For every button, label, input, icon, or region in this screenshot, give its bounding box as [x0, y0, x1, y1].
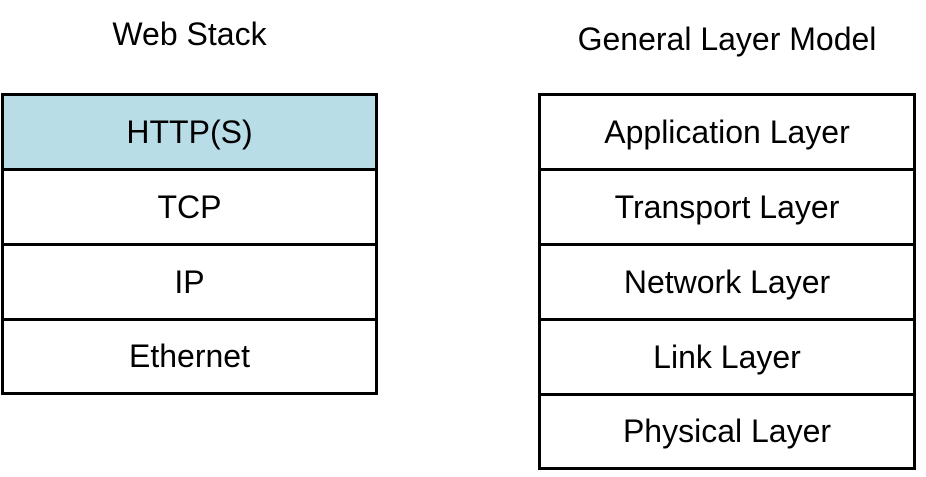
- web-stack-title: Web Stack: [112, 16, 267, 52]
- model-layer-transport: Transport Layer: [541, 171, 913, 246]
- web-layer-tcp: TCP: [4, 171, 375, 246]
- model-layer-link: Link Layer: [541, 321, 913, 396]
- web-layer-http: HTTP(S): [4, 96, 375, 171]
- general-model-stack: Application Layer Transport Layer Networ…: [538, 93, 916, 470]
- web-stack: HTTP(S) TCP IP Ethernet: [1, 93, 378, 395]
- model-layer-network: Network Layer: [541, 246, 913, 321]
- model-layer-application: Application Layer: [541, 96, 913, 171]
- general-model-title: General Layer Model: [577, 21, 877, 57]
- web-layer-ip: IP: [4, 246, 375, 321]
- model-layer-physical: Physical Layer: [622, 413, 832, 449]
- web-layer-ethernet: Ethernet: [129, 338, 250, 374]
